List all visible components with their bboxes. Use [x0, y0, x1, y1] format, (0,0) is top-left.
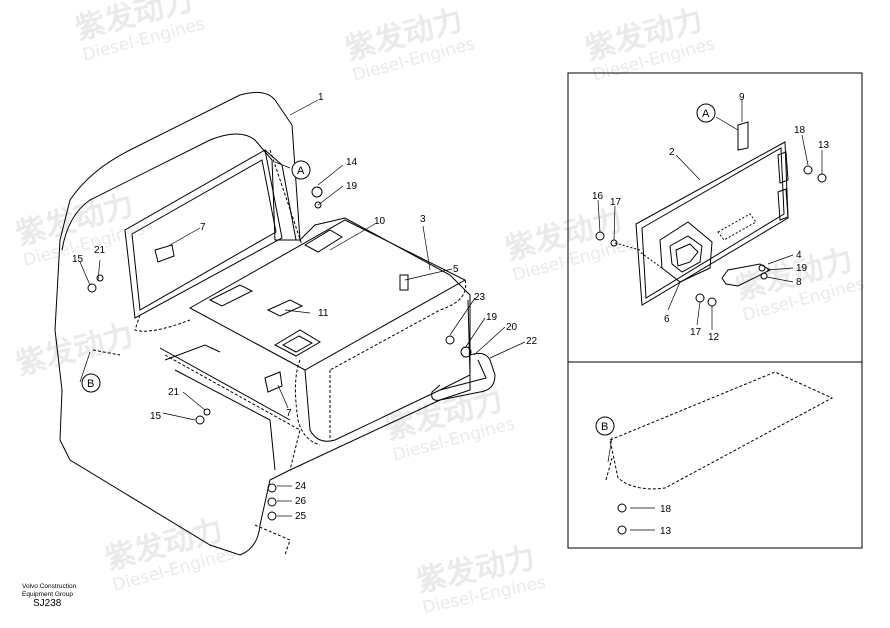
main-assembly — [54, 91, 496, 556]
detail-marker-a: A — [696, 103, 716, 123]
detail-panel: 9 18 13 2 16 17 4 19 8 6 17 12 18 13 A B — [567, 72, 863, 549]
callout-22: 22 — [526, 336, 538, 347]
handle — [431, 352, 496, 401]
detail-callout-17-lower: 17 — [690, 327, 702, 338]
svg-text:紫发动力: 紫发动力 — [12, 318, 137, 383]
callout-10: 10 — [374, 216, 386, 227]
callout-24: 24 — [295, 481, 307, 492]
callout-23: 23 — [474, 292, 486, 303]
callouts-detail-b: 18 13 — [660, 504, 672, 537]
callout-7-lower: 7 — [286, 408, 292, 419]
detail-marker-a-main: A — [291, 160, 311, 180]
detail-callout-8: 8 — [796, 277, 802, 288]
callout-1: 1 — [318, 92, 324, 103]
detail-callout-13: 13 — [818, 140, 830, 151]
footer-drawing-code: SJ238 — [33, 598, 62, 609]
svg-text:B: B — [601, 421, 608, 433]
callouts-detail-a: 9 18 13 2 16 17 4 19 8 6 17 12 — [592, 92, 830, 343]
detail-b-callout-13: 13 — [660, 526, 672, 537]
footer-company-line2: Equipment Group — [22, 591, 73, 598]
detail-marker-b-main: B — [81, 373, 101, 393]
callout-19: 19 — [346, 181, 358, 192]
detail-callout-6: 6 — [664, 314, 670, 325]
footer-company: Volvo Construction Equipment Group — [22, 583, 76, 599]
leader-lines-main — [79, 99, 526, 517]
callout-26: 26 — [295, 496, 307, 507]
cover-plate — [273, 329, 321, 357]
callout-20: 20 — [506, 322, 518, 333]
tank-top — [188, 219, 467, 371]
detail-callout-17-upper: 17 — [610, 197, 622, 208]
detail-a-drawing — [595, 121, 827, 307]
callout-21-upper: 21 — [94, 245, 106, 256]
callout-15-lower: 15 — [150, 411, 162, 422]
detail-callout-2: 2 — [669, 147, 675, 158]
svg-text:B: B — [87, 378, 94, 390]
callout-19-right: 19 — [486, 312, 498, 323]
svg-text:A: A — [702, 108, 710, 120]
detail-b-callout-18: 18 — [660, 504, 672, 515]
callout-7-upper: 7 — [200, 222, 206, 233]
footer-company-line1: Volvo Construction — [22, 583, 77, 590]
detail-marker-b: B — [595, 416, 615, 436]
detail-callout-4: 4 — [796, 250, 802, 261]
detail-callout-19: 19 — [796, 263, 808, 274]
callout-3: 3 — [420, 214, 426, 225]
detail-callout-9: 9 — [739, 92, 745, 103]
svg-text:A: A — [297, 165, 305, 177]
detail-b-drawing — [605, 371, 834, 535]
callout-21-lower: 21 — [168, 387, 180, 398]
callout-15-upper: 15 — [72, 254, 84, 265]
detail-callout-18: 18 — [794, 125, 806, 136]
callout-11: 11 — [318, 308, 329, 319]
callouts-main: 1 14 19 3 10 7 21 15 5 23 19 20 22 11 7 … — [72, 92, 538, 522]
detail-callout-12: 12 — [708, 332, 720, 343]
tank-body — [304, 299, 471, 442]
callout-14: 14 — [346, 157, 358, 168]
detail-panel-frame — [567, 72, 863, 549]
callout-25: 25 — [295, 511, 307, 522]
callout-5: 5 — [453, 264, 459, 275]
detail-callout-16: 16 — [592, 191, 604, 202]
window-frame — [124, 149, 283, 319]
